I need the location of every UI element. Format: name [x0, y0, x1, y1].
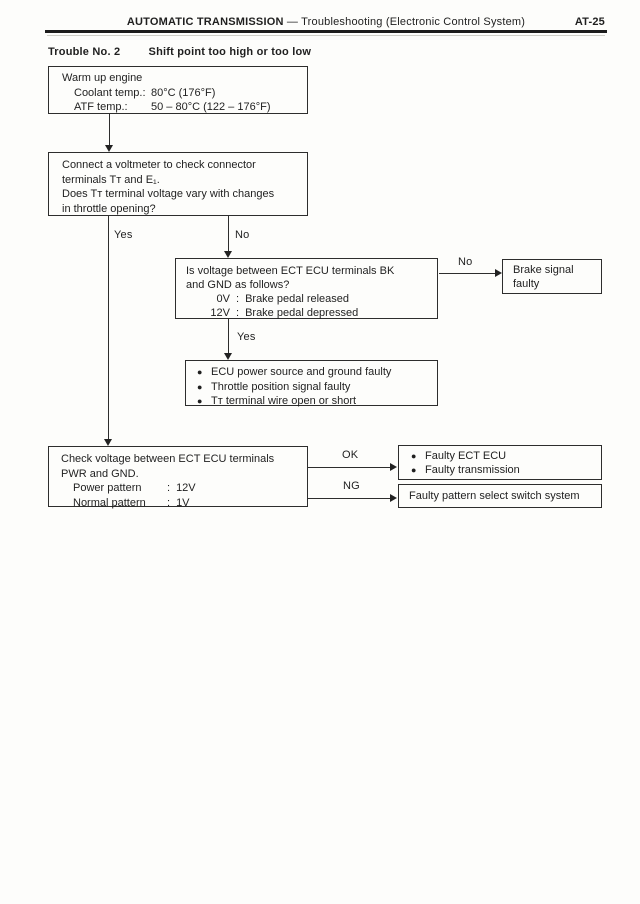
box-pwr-voltage-check: Check voltage between ECT ECU terminals …: [48, 446, 308, 509]
branch-label-ok: OK: [342, 449, 359, 461]
box-result-ng: Faulty pattern select switch system: [398, 484, 602, 508]
connector-ok-to-result: [308, 467, 391, 468]
coolant-temp-row: Coolant temp.: 80°C (176°F): [62, 86, 307, 101]
ecu-fault-2: Throttle position signal faulty: [211, 380, 351, 393]
header-rule: [45, 30, 607, 33]
power-pattern-label: Power pattern: [73, 482, 142, 494]
brake-depressed-row: 12V : Brake pedal depressed: [186, 306, 437, 320]
voltage-0v: 0V: [216, 293, 230, 305]
arrowhead-right-icon: [390, 463, 397, 471]
ecu-fault-3: Tᴛ terminal wire open or short: [211, 395, 357, 407]
trouble-number: Trouble No. 2: [48, 46, 121, 58]
box-warm-up-engine: Warm up engine Coolant temp.: 80°C (176°…: [48, 66, 308, 114]
bullet-icon: ●: [197, 381, 203, 392]
branch-label-yes-2: Yes: [237, 331, 256, 343]
brake-voltage-line-1: Is voltage between ECT ECU terminals BK: [186, 265, 395, 277]
brake-released-row: 0V : Brake pedal released: [186, 292, 437, 306]
brake-voltage-line-2: and GND as follows?: [186, 279, 290, 291]
list-item: ● Throttle position signal faulty: [197, 380, 437, 395]
branch-label-no-2: No: [458, 256, 473, 268]
brake-released-text: Brake pedal released: [245, 293, 350, 305]
colon-separator: :: [236, 307, 240, 319]
pwr-check-line-2: PWR and GND.: [61, 467, 139, 480]
connector-yes-to-pwr-check: [108, 216, 109, 440]
bullet-icon: ●: [197, 396, 203, 406]
box-brake-voltage-check: Is voltage between ECT ECU terminals BK …: [175, 258, 438, 319]
voltage-12v: 12V: [210, 307, 230, 319]
box-ecu-faulty-list: ● ECU power source and ground faulty ● T…: [185, 360, 438, 409]
box-result-ok: ● Faulty ECT ECU ● Faulty transmission: [398, 445, 602, 480]
colon-separator: :: [167, 496, 171, 509]
power-pattern-row: Power pattern : 12V: [61, 481, 307, 496]
connector-yes-to-ecu-faulty: [228, 319, 229, 354]
header-section-title: AUTOMATIC TRANSMISSION: [126, 16, 284, 28]
arrowhead-down-icon: [224, 353, 232, 360]
connector-no-to-brake-signal: [439, 273, 496, 274]
power-pattern-value: 12V: [176, 482, 196, 494]
atf-temp-label: ATF temp.:: [74, 101, 128, 113]
ecu-fault-1: ECU power source and ground faulty: [211, 366, 392, 378]
trouble-text: Shift point too high or too low: [148, 46, 312, 58]
pwr-check-line-1: Check voltage between ECT ECU terminals: [61, 453, 275, 465]
voltmeter-line-2: terminals Tᴛ and E₁.: [62, 173, 160, 186]
voltmeter-line-1: Connect a voltmeter to check connector: [62, 159, 256, 171]
arrowhead-down-icon: [105, 145, 113, 152]
list-item: ● Tᴛ terminal wire open or short: [197, 394, 437, 409]
normal-pattern-value: 1V: [176, 496, 190, 509]
result-ok-1: Faulty ECT ECU: [425, 450, 507, 462]
header-rule-scan-echo: [47, 35, 605, 36]
result-ng-text: Faulty pattern select switch system: [409, 490, 580, 502]
result-ok-2: Faulty transmission: [425, 464, 520, 476]
voltmeter-line-3: Does Tᴛ terminal voltage vary with chang…: [62, 188, 275, 200]
warm-up-title: Warm up engine: [62, 72, 143, 84]
header-page-number: AT-25: [574, 16, 605, 28]
branch-label-ng: NG: [343, 480, 360, 492]
trouble-title: Trouble No. 2 Shift point too high or to…: [48, 45, 311, 60]
brake-signal-line-1: Brake signal: [513, 264, 574, 276]
bullet-icon: ●: [411, 465, 417, 475]
box-brake-signal-faulty: Brake signal faulty: [502, 259, 602, 294]
bullet-icon: ●: [197, 367, 203, 377]
bullet-icon: ●: [411, 451, 417, 461]
connector-warmup-to-voltmeter: [109, 114, 110, 146]
colon-separator: :: [167, 482, 171, 494]
list-item: ● ECU power source and ground faulty: [197, 365, 437, 380]
page-header: AUTOMATIC TRANSMISSION — Troubleshooting…: [45, 15, 607, 30]
atf-temp-row: ATF temp.: 50 – 80°C (122 – 176°F): [62, 100, 307, 115]
colon-separator: :: [236, 293, 240, 305]
branch-label-no: No: [235, 229, 250, 241]
list-item: ● Faulty transmission: [411, 463, 601, 477]
list-item: ● Faulty ECT ECU: [411, 449, 601, 463]
connector-no-to-brake-voltage: [228, 216, 229, 252]
arrowhead-right-icon: [390, 494, 397, 502]
coolant-temp-label: Coolant temp.:: [74, 86, 146, 99]
header-subtitle: — Troubleshooting (Electronic Control Sy…: [286, 16, 526, 28]
box-voltmeter-check: Connect a voltmeter to check connector t…: [48, 152, 308, 216]
arrowhead-down-icon: [224, 251, 232, 258]
atf-temp-value: 50 – 80°C (122 – 176°F): [151, 101, 271, 113]
brake-depressed-text: Brake pedal depressed: [245, 307, 359, 319]
voltmeter-line-4: in throttle opening?: [62, 202, 156, 215]
normal-pattern-row: Normal pattern : 1V: [61, 496, 307, 511]
coolant-temp-value: 80°C (176°F): [151, 86, 216, 99]
connector-ng-to-result: [308, 498, 391, 499]
branch-label-yes: Yes: [114, 229, 133, 241]
arrowhead-right-icon: [495, 269, 502, 277]
brake-signal-line-2: faulty: [513, 278, 540, 290]
normal-pattern-label: Normal pattern: [73, 496, 146, 509]
arrowhead-down-icon: [104, 439, 112, 446]
